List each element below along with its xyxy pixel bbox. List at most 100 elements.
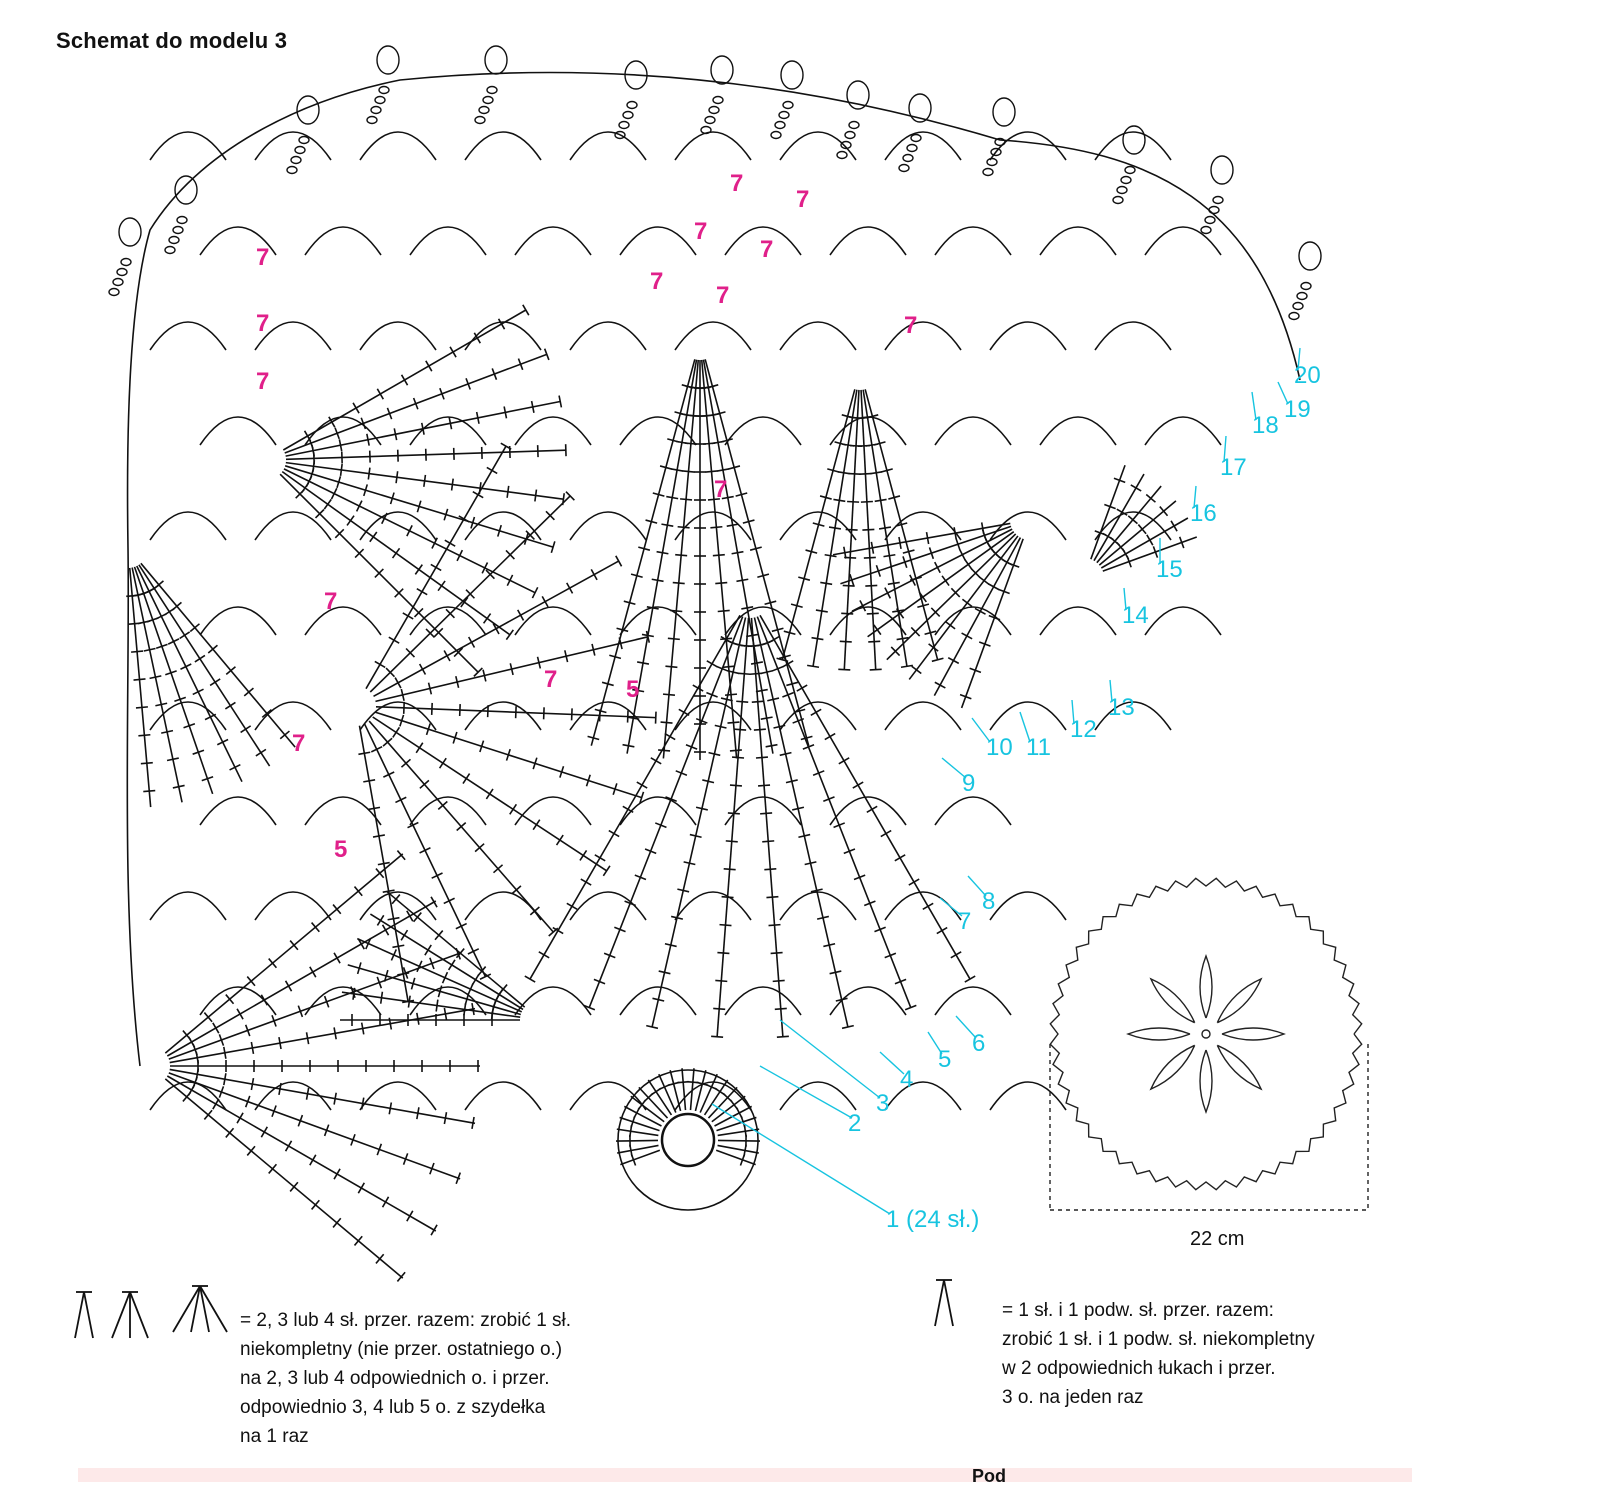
chain-arc bbox=[675, 322, 751, 350]
chain-arc bbox=[1040, 417, 1116, 445]
round-label: 3 bbox=[876, 1090, 889, 1118]
chain-bead bbox=[287, 167, 297, 174]
stitch-tick bbox=[727, 722, 739, 723]
chain-arc bbox=[675, 702, 751, 730]
thumbnail-petal bbox=[1200, 1050, 1212, 1112]
stitch-tick bbox=[862, 529, 874, 530]
stitch-line bbox=[852, 529, 1012, 611]
chain-arc bbox=[410, 227, 486, 255]
stitch-tick bbox=[440, 758, 447, 768]
stitch-tick bbox=[724, 869, 736, 870]
stitch-tick bbox=[436, 1000, 438, 1012]
chain-arc bbox=[515, 797, 591, 825]
chain-arc bbox=[255, 892, 331, 920]
stitch-tick bbox=[874, 625, 881, 635]
stitch-tick bbox=[557, 835, 564, 845]
stitch-tick bbox=[347, 516, 354, 526]
stitch-tick bbox=[717, 469, 729, 471]
picot bbox=[175, 176, 197, 204]
stitch-tick bbox=[457, 550, 462, 561]
stitch-tick bbox=[213, 1023, 219, 1033]
stitch-tick bbox=[988, 584, 999, 590]
motif-mark: 7 bbox=[730, 170, 743, 198]
stitch-tick bbox=[853, 782, 863, 788]
stitch-tick bbox=[539, 952, 549, 958]
chain-bead bbox=[169, 237, 179, 244]
stitch-line bbox=[716, 1150, 755, 1164]
stitch-tick bbox=[532, 587, 537, 598]
stitch-tick bbox=[487, 467, 497, 473]
stitch-tick bbox=[948, 658, 959, 664]
stitch-tick bbox=[417, 1013, 419, 1025]
chain-arc bbox=[255, 512, 331, 540]
stitch-line bbox=[617, 1145, 658, 1153]
stitch-tick bbox=[867, 613, 879, 614]
stitch-tick bbox=[445, 540, 455, 546]
picot bbox=[377, 46, 399, 74]
chain-arc bbox=[515, 987, 591, 1015]
chain-bead bbox=[117, 269, 127, 276]
chain-arc bbox=[885, 512, 961, 540]
stitch-tick bbox=[431, 1225, 437, 1235]
picot bbox=[993, 98, 1015, 126]
stitch-tick bbox=[923, 903, 933, 909]
stitch-tick bbox=[507, 575, 512, 586]
stitch-tick bbox=[210, 679, 220, 686]
round-label: 10 bbox=[986, 734, 1013, 762]
stitch-tick bbox=[444, 1112, 446, 1124]
stitch-tick bbox=[732, 757, 744, 758]
stitch-line bbox=[170, 1009, 475, 1063]
stitch-tick bbox=[661, 524, 673, 526]
stitch-tick bbox=[839, 758, 849, 764]
stitch-line bbox=[717, 618, 748, 1037]
chain-bead bbox=[1301, 283, 1311, 290]
motif-mark: 7 bbox=[714, 476, 727, 504]
stitch-tick bbox=[401, 930, 407, 940]
picot bbox=[1299, 242, 1321, 270]
stitch-tick bbox=[1147, 535, 1153, 545]
stitch-tick bbox=[965, 976, 975, 982]
chain-arc bbox=[935, 417, 1011, 445]
stitch-tick bbox=[472, 975, 478, 985]
chain-bead bbox=[1205, 217, 1215, 224]
stitch-tick bbox=[651, 758, 661, 764]
stitch-tick bbox=[473, 492, 483, 498]
stitch-tick bbox=[754, 729, 766, 730]
stitch-tick bbox=[535, 490, 537, 502]
chain-bead bbox=[845, 132, 855, 139]
chain-bead bbox=[837, 152, 847, 159]
stitch-tick bbox=[370, 532, 377, 542]
motif-mark: 7 bbox=[716, 282, 729, 310]
stitch-line bbox=[751, 618, 782, 1037]
stitch-tick bbox=[431, 897, 437, 907]
stitch-tick bbox=[237, 1113, 243, 1123]
stitch-tick bbox=[499, 319, 505, 329]
decrease-symbol-leg bbox=[944, 1280, 953, 1326]
stitch-tick bbox=[962, 633, 973, 639]
stitch-line bbox=[139, 565, 270, 766]
stitch-line bbox=[589, 617, 742, 1008]
round-label: 18 bbox=[1252, 412, 1279, 440]
stitch-tick bbox=[657, 552, 669, 554]
stitch-tick bbox=[736, 701, 748, 702]
chain-bead bbox=[479, 107, 489, 114]
chain-bead bbox=[899, 165, 909, 172]
chain-bead bbox=[771, 132, 781, 139]
stitch-tick bbox=[715, 583, 727, 584]
stitch-tick bbox=[286, 981, 292, 991]
stitch-tick bbox=[982, 522, 984, 534]
stitch-tick bbox=[711, 1036, 723, 1037]
stitch-tick bbox=[812, 638, 824, 640]
stitch-tick bbox=[408, 996, 410, 1008]
stitch-tick bbox=[420, 664, 426, 675]
stitch-line bbox=[833, 523, 1010, 554]
stitch-tick bbox=[450, 347, 456, 357]
picot bbox=[119, 218, 141, 246]
motif-mark: 7 bbox=[796, 186, 809, 214]
stitch-tick bbox=[407, 1211, 413, 1221]
chain-arc bbox=[830, 987, 906, 1015]
chain-arc bbox=[885, 702, 961, 730]
stitch-tick bbox=[129, 623, 141, 624]
stitch-line bbox=[702, 360, 737, 758]
stitch-tick bbox=[307, 1032, 309, 1044]
